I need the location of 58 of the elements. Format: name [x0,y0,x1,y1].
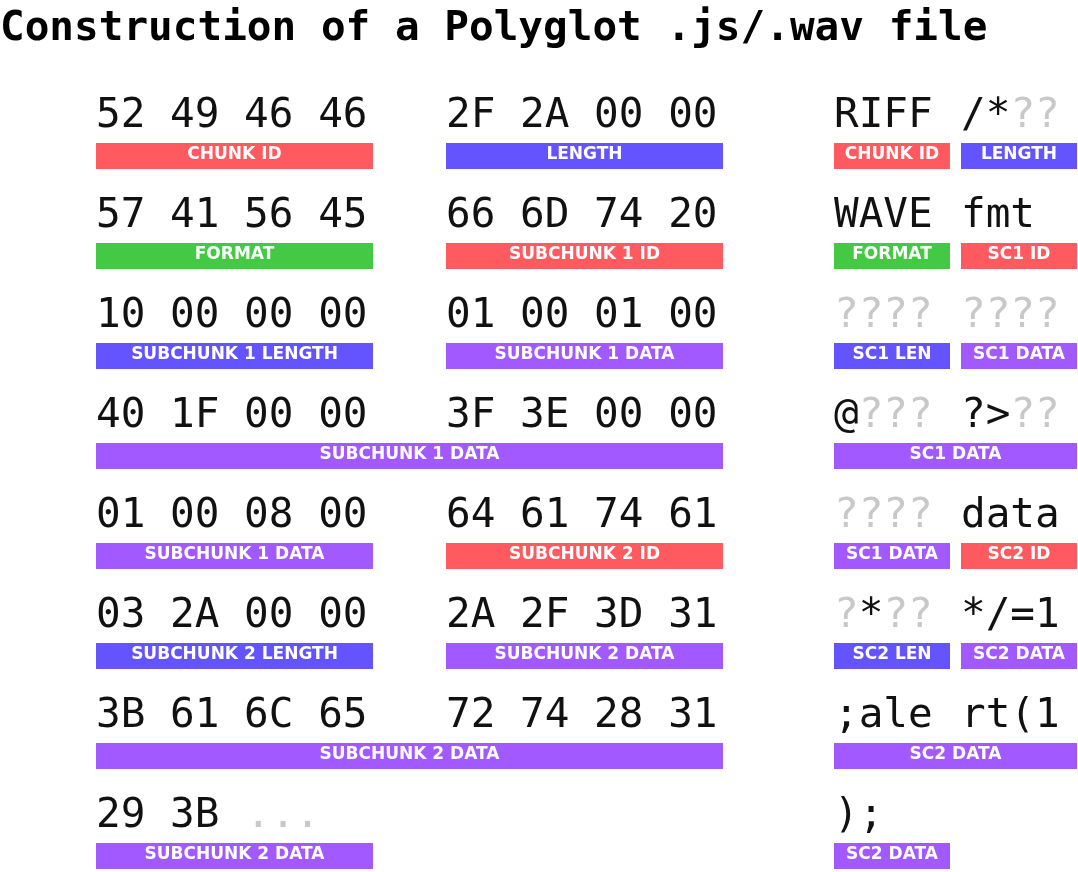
field-label-bar: SUBCHUNK 2 DATA [446,643,723,669]
hex-bytes: 57 41 56 45 [96,188,368,238]
ascii-text: /*?? [961,88,1060,138]
field-label-bar: SC2 DATA [961,643,1077,669]
field-label-bar: LENGTH [961,143,1077,169]
hex-bytes: 2F 2A 00 00 [446,88,718,138]
field-label-bar: SUBCHUNK 2 DATA [96,843,373,869]
ascii-text: ???? [834,488,933,538]
hex-bytes: 3F 3E 00 00 [446,388,718,438]
hex-bytes: 72 74 28 31 [446,688,718,738]
field-label-bar: SUBCHUNK 1 ID [446,243,723,269]
title: Construction of a Polyglot .js/.wav file [0,2,988,50]
field-label-bar: FORMAT [96,243,373,269]
hex-bytes: 66 6D 74 20 [446,188,718,238]
field-label-bar: SC2 ID [961,543,1077,569]
ascii-text: ); [834,788,884,838]
field-label-bar: SC2 DATA [834,843,950,869]
ascii-text: rt(1 [961,688,1060,738]
ascii-text: RIFF [834,88,933,138]
ascii-text: ;ale [834,688,933,738]
field-label-bar: SC2 LEN [834,643,950,669]
hex-bytes: 40 1F 00 00 [96,388,368,438]
field-label-bar: SUBCHUNK 1 DATA [96,443,723,469]
hex-bytes: 3B 61 6C 65 [96,688,368,738]
ascii-text: fmt [961,188,1036,238]
field-label-bar: SUBCHUNK 2 DATA [96,743,723,769]
ascii-text: ???? [834,288,933,338]
field-label-bar: CHUNK ID [96,143,373,169]
field-label-bar: CHUNK ID [834,143,950,169]
ascii-text: data [961,488,1060,538]
field-label-bar: SUBCHUNK 2 LENGTH [96,643,373,669]
field-label-bar: SC1 DATA [834,543,950,569]
hex-bytes: 64 61 74 61 [446,488,718,538]
ellipsis: ... [246,788,321,838]
field-label-bar: SUBCHUNK 1 DATA [446,343,723,369]
field-label-bar: SC1 LEN [834,343,950,369]
hex-bytes: 03 2A 00 00 [96,588,368,638]
ascii-text: WAVE [834,188,933,238]
hex-bytes: 01 00 01 00 [446,288,718,338]
hex-bytes: 2A 2F 3D 31 [446,588,718,638]
hex-bytes: 10 00 00 00 [96,288,368,338]
ascii-text: ???? [961,288,1060,338]
field-label-bar: SUBCHUNK 1 DATA [96,543,373,569]
field-label-bar: LENGTH [446,143,723,169]
hex-bytes: 01 00 08 00 [96,488,368,538]
field-label-bar: FORMAT [834,243,950,269]
field-label-bar: SC1 ID [961,243,1077,269]
field-label-bar: SC1 DATA [961,343,1077,369]
field-label-bar: SC1 DATA [834,443,1077,469]
field-label-bar: SUBCHUNK 1 LENGTH [96,343,373,369]
field-label-bar: SUBCHUNK 2 ID [446,543,723,569]
hex-bytes: 29 3B [96,788,220,838]
ascii-text: ?>?? [961,388,1060,438]
field-label-bar: SC2 DATA [834,743,1077,769]
ascii-text: */=1 [961,588,1060,638]
ascii-text: @??? [834,388,933,438]
hex-bytes: 52 49 46 46 [96,88,368,138]
ascii-text: ?*?? [834,588,933,638]
